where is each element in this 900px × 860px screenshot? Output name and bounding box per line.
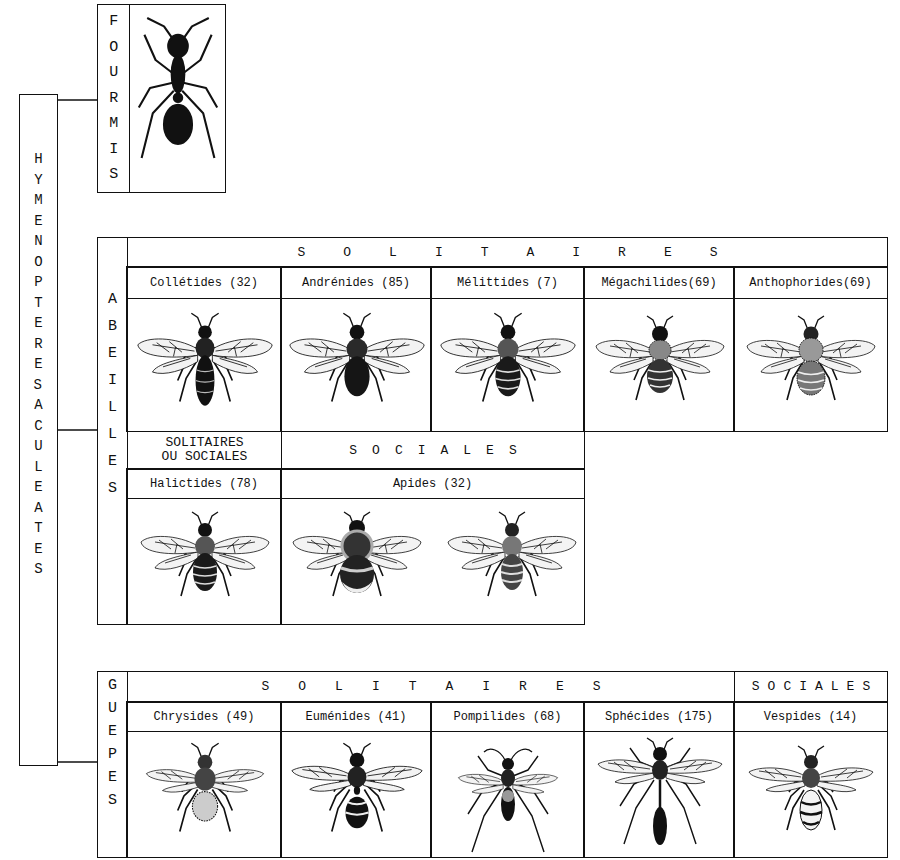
category-band: Vespides (14)SOCIALES <box>734 671 889 859</box>
bee-figure <box>441 313 575 401</box>
bee-figure <box>141 512 269 596</box>
group-box: FOURMIS <box>97 4 226 193</box>
category-band: Halictides (78)SOLITAIRES OU SOCIALES <box>127 431 283 626</box>
family-cell: Anthophorides(69) <box>733 266 888 432</box>
family-name: Sphécides (175) <box>584 702 734 732</box>
family-name: Collétides (32) <box>127 267 281 299</box>
label-column: FOURMIS <box>98 5 130 192</box>
bee-figure <box>290 313 424 401</box>
ant-figure <box>139 18 217 158</box>
family-cell: Chrysides (49) <box>126 701 282 858</box>
wasp-figure <box>598 738 722 845</box>
category-band: Chrysides (49)Euménides (41)Pompilides (… <box>127 671 736 859</box>
category-band: Apides (32)SOCIALES <box>281 431 586 626</box>
family-name: Mégachilides(69) <box>584 267 734 299</box>
label-column: ABEILLES <box>97 237 129 626</box>
family-cell: Apides (32) <box>280 468 585 625</box>
family-cell: Vespides (14) <box>733 701 888 858</box>
band-heading: SOCIALES <box>735 672 888 703</box>
family-name: Mélittides (7) <box>431 267 584 299</box>
group-box: Collétides (32)Andrénides (85)Mélittides… <box>97 237 889 626</box>
family-name: Anthophorides(69) <box>734 267 887 299</box>
wasp-figure <box>292 743 422 831</box>
wasp-figure <box>749 746 873 830</box>
bracket-line <box>58 761 98 763</box>
band-heading: SOLITAIRES <box>128 238 888 268</box>
family-cell: Pompilides (68) <box>430 701 585 858</box>
order-label: HYMENOPTERES ACULEATES <box>33 95 43 580</box>
bumblebee-figure <box>293 512 421 596</box>
family-name: Andrénides (85) <box>281 267 431 299</box>
group-label: ABEILLES <box>107 238 118 502</box>
label-column: GUEPES <box>97 671 129 859</box>
family-name: Vespides (14) <box>734 702 887 732</box>
family-cell: Mélittides (7) <box>430 266 585 432</box>
wasp-figure <box>458 749 557 852</box>
family-name: Euménides (41) <box>281 702 431 732</box>
family-name: Chrysides (49) <box>127 702 281 732</box>
family-cell: Andrénides (85) <box>280 266 432 432</box>
bee-figure <box>596 316 724 400</box>
family-cell: Halictides (78) <box>126 468 282 625</box>
band-heading: SOCIALES <box>282 432 585 470</box>
bracket-line <box>58 429 98 431</box>
band-heading: SOLITAIRES <box>128 672 735 703</box>
group-label: FOURMIS <box>108 5 119 188</box>
family-cell: Euménides (41) <box>280 701 432 858</box>
wasp-figure <box>146 743 263 831</box>
group-box: Chrysides (49)Euménides (41)Pompilides (… <box>97 671 889 859</box>
category-band: Collétides (32)Andrénides (85)Mélittides… <box>127 237 889 433</box>
group-label: GUEPES <box>107 672 118 812</box>
family-name: Pompilides (68) <box>431 702 584 732</box>
bee-figure <box>138 313 272 405</box>
band-heading: SOLITAIRES OU SOCIALES <box>128 432 282 470</box>
bracket-line <box>58 99 98 101</box>
family-cell: Collétides (32) <box>126 266 282 432</box>
family-cell: Mégachilides(69) <box>583 266 735 432</box>
honeybee-figure <box>448 512 576 596</box>
family-cell: Sphécides (175) <box>583 701 735 858</box>
bee-figure <box>747 316 875 400</box>
family-name: Halictides (78) <box>127 469 281 499</box>
order-box: HYMENOPTERES ACULEATES <box>19 94 58 766</box>
family-name: Apides (32) <box>281 469 584 499</box>
